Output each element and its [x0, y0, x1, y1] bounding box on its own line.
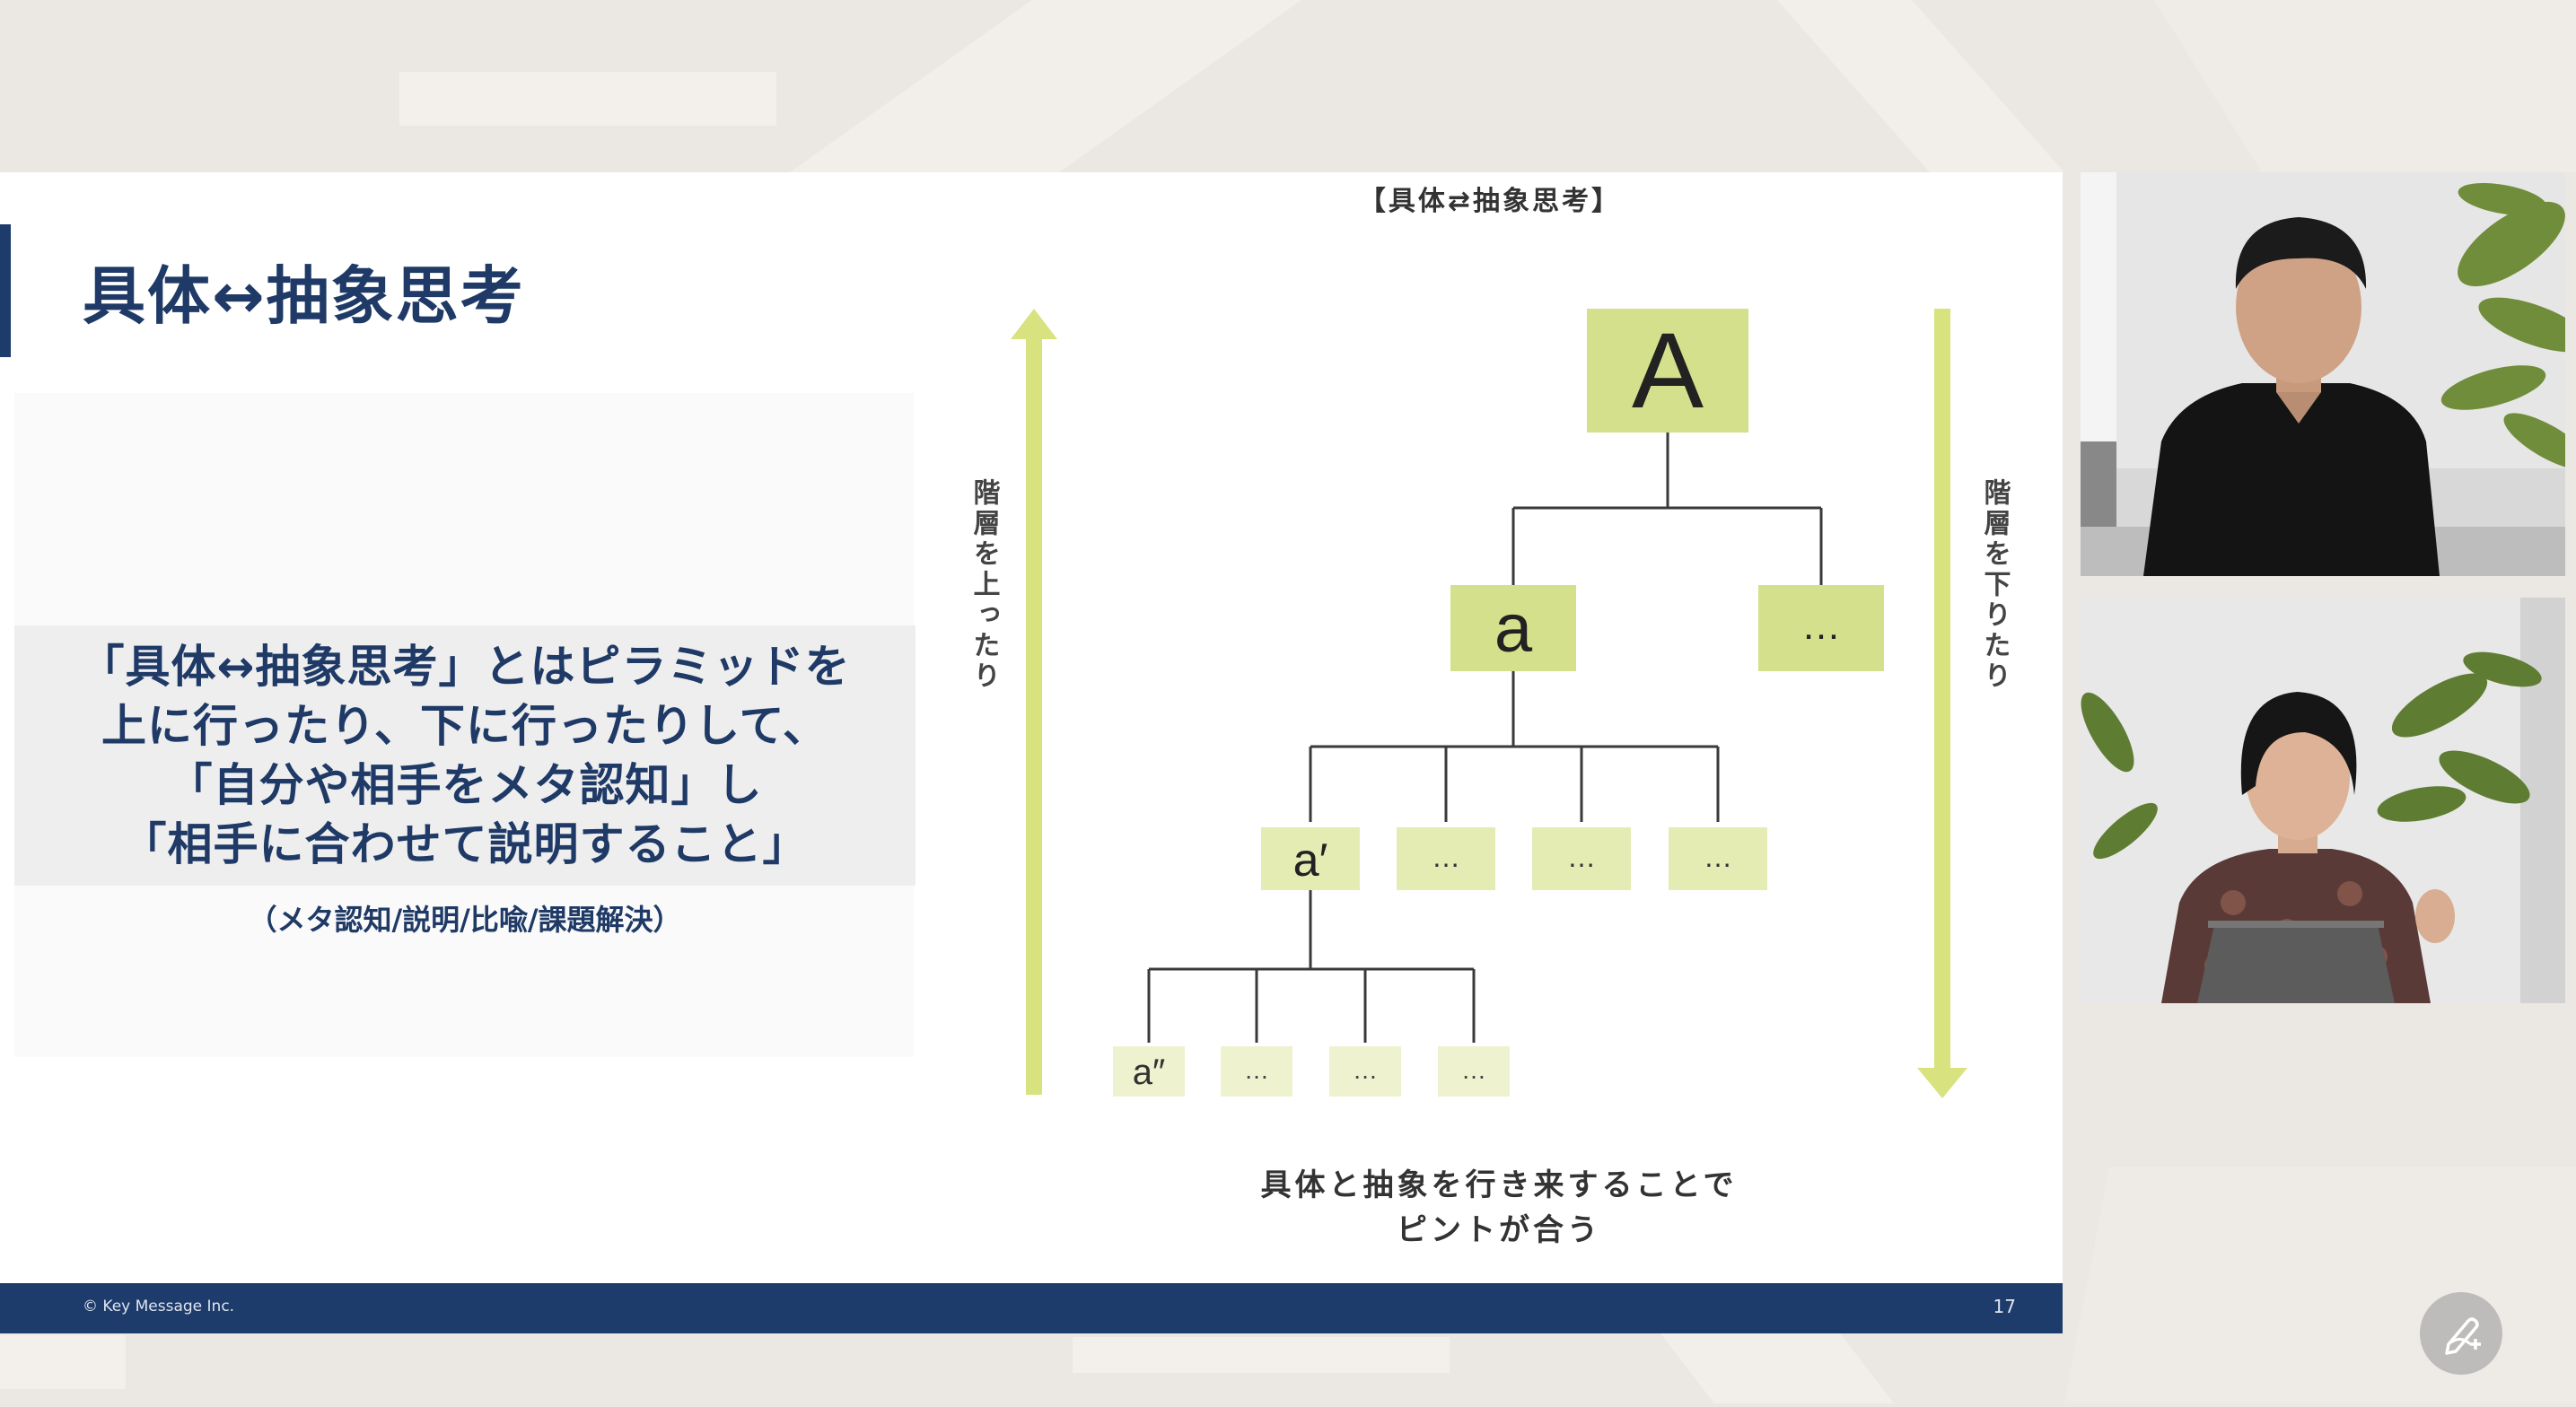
- node-level4: [1113, 1046, 1185, 1097]
- left-arrow-label: 階層を上ったり: [968, 478, 1001, 692]
- node-level3: [1397, 827, 1495, 890]
- summary-line: 「自分や相手をメタ認知」し: [167, 759, 763, 811]
- node-level3-label: a′: [1293, 835, 1328, 887]
- summary-line: 「相手に合わせて説明すること」: [121, 818, 809, 870]
- right-arrow-label: 階層を下りたり: [1979, 478, 2011, 692]
- diagram-caption-line: 具体と抽象を行き来することで: [1261, 1167, 1738, 1203]
- presenter-video-feed: [2081, 598, 2565, 1003]
- slide-title: 具体↔抽象思考: [83, 259, 525, 333]
- summary-box: 「具体↔抽象思考」とはピラミッドを 上に行ったり、下に行ったりして、 「自分や相…: [14, 625, 916, 886]
- node-top-label: A: [1632, 310, 1704, 431]
- node-top: [1587, 309, 1748, 433]
- summary-line: 上に行ったり、下に行ったりして、: [101, 700, 828, 752]
- footer-copyright: © Key Message Inc.: [83, 1298, 235, 1315]
- node-level3-label: …: [1567, 841, 1596, 873]
- page-number: 17: [1993, 1296, 2016, 1317]
- up-arrow: [1011, 309, 1057, 1095]
- node-level4: [1438, 1046, 1510, 1097]
- pyramid-diagram: 【具体⇄抽象思考】 階層を上ったり 階層を下りたり: [968, 186, 2011, 1248]
- node-level4: [1221, 1046, 1292, 1097]
- node-level4-label: a″: [1133, 1053, 1165, 1092]
- slide-footer: © Key Message Inc. 17: [0, 1283, 2063, 1333]
- node-level4: [1329, 1046, 1401, 1097]
- node-level2: [1758, 585, 1884, 671]
- node-level3: [1261, 827, 1360, 890]
- node-level4-label: …: [1353, 1056, 1378, 1084]
- down-arrow: [1917, 309, 1967, 1098]
- presenter-video-feed: [2081, 172, 2565, 576]
- summary-subnote: （メタ認知/説明/比喩/課題解決）: [248, 903, 682, 937]
- presentation-slide: 具体↔抽象思考 「具体↔抽象思考」とはピラミッドを 上に行ったり、下に行ったりし…: [0, 172, 2063, 1333]
- video-panel-top: [2081, 172, 2565, 576]
- node-level3-label: …: [1432, 841, 1460, 873]
- node-level3: [1669, 827, 1767, 890]
- summary-line: 「具体↔抽象思考」とはピラミッドを: [79, 641, 851, 693]
- diagram-header: 【具体⇄抽象思考】: [1359, 186, 1621, 217]
- title-accent-bar: [0, 224, 11, 357]
- node-level3: [1532, 827, 1631, 890]
- pen-plus-icon: [2445, 1317, 2481, 1355]
- node-level3-label: …: [1704, 841, 1732, 873]
- diagram-caption-line: ピントが合う: [1397, 1212, 1601, 1248]
- node-level2-label: …: [1801, 604, 1841, 648]
- node-level4-label: …: [1244, 1056, 1269, 1084]
- tree-connectors: [1147, 433, 1823, 1043]
- video-panel-bottom: [2081, 598, 2565, 1003]
- annotate-button[interactable]: [2420, 1292, 2502, 1375]
- node-level4-label: …: [1461, 1056, 1486, 1084]
- node-level2-label: a: [1494, 590, 1533, 667]
- node-level2: [1450, 585, 1576, 671]
